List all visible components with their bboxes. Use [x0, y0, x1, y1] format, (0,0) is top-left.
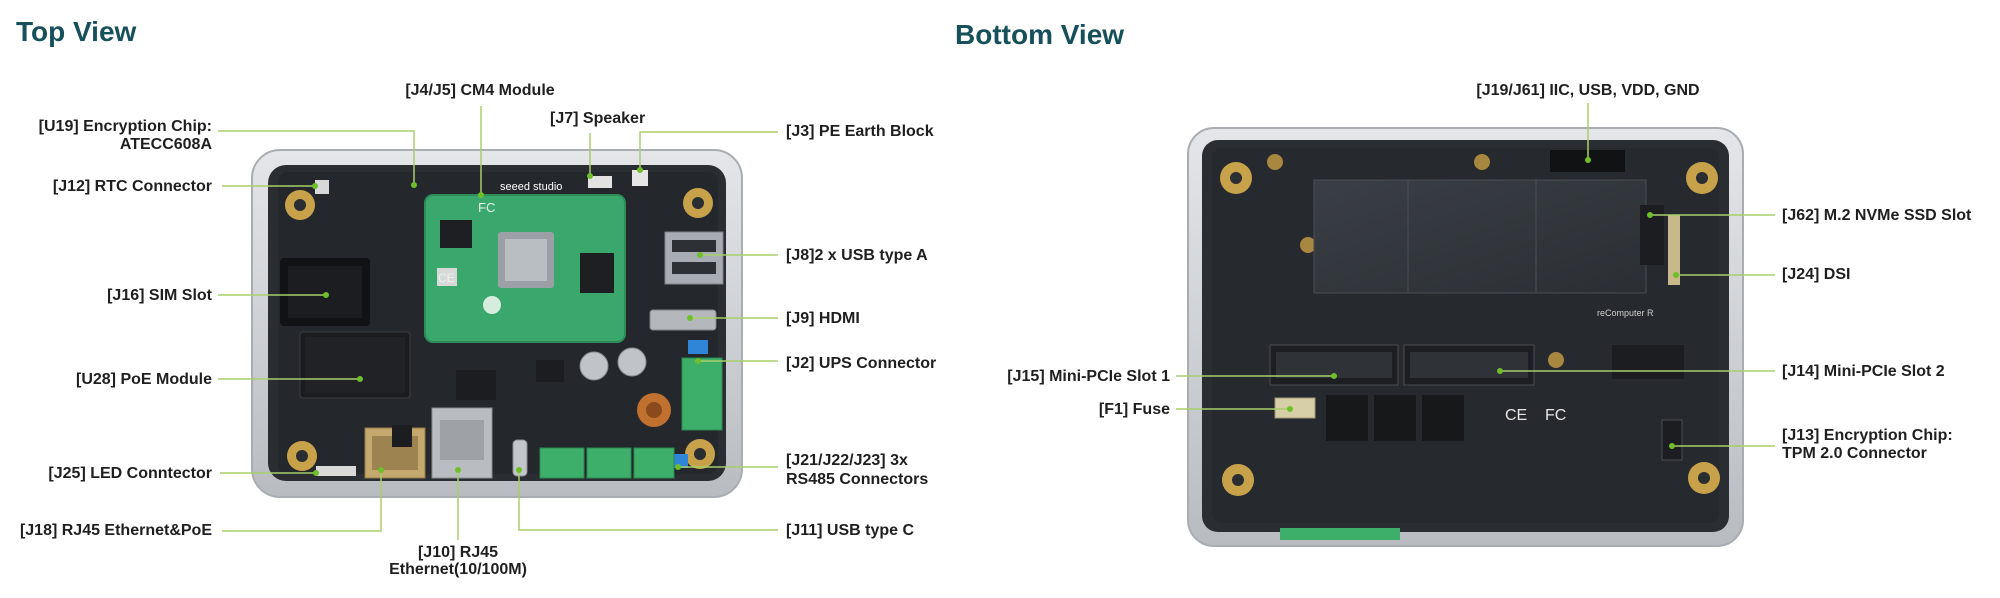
mounting-holes-top [285, 188, 715, 471]
label-hdmi: [J9] HDMI [786, 310, 860, 327]
label-rs485-line2: RS485 Connectors [786, 471, 929, 488]
svg-text:CE: CE [438, 271, 455, 285]
label-iic-usb-vdd-gnd: [J19/J61] IIC, USB, VDD, GND [1476, 82, 1700, 99]
nvme-slot: reComputer R [1313, 179, 1664, 318]
usb-c-port [512, 439, 528, 477]
mounting-holes-bottom [1220, 162, 1720, 496]
mini-pcie-slot-2 [1403, 344, 1535, 386]
rj45-port [431, 407, 493, 479]
rtc-connector [315, 180, 329, 194]
label-rtc-connector: [J12] RTC Connector [52, 178, 212, 195]
label-ups-connector: [J2] UPS Connector [786, 355, 937, 372]
dsi-connector [1668, 215, 1680, 285]
label-encryption-chip-line2: ATECC608A [119, 136, 212, 153]
label-rj45-line2: Ethernet(10/100M) [389, 561, 527, 578]
label-usb-type-a: [J8]2 x USB type A [786, 247, 928, 264]
tpm-connector [1661, 419, 1683, 461]
label-rj45-ethernet-poe: [J18] RJ45 Ethernet&PoE [19, 522, 212, 539]
pe-earth-block [632, 170, 648, 186]
poe-module [299, 331, 411, 399]
rs485-terminals [539, 447, 675, 479]
label-encryption-chip-line1: [U19] Encryption Chip: [38, 118, 212, 135]
label-led-connector: [J25] LED Conntector [48, 465, 212, 482]
fuse [1274, 397, 1316, 419]
mini-pcie-slot-1 [1269, 344, 1399, 386]
iic-header [1550, 150, 1625, 172]
label-pe-earth-block: [J3] PE Earth Block [786, 123, 934, 140]
label-cm4-module: [J4/J5] CM4 Module [405, 82, 555, 99]
svg-text:FC: FC [478, 200, 495, 215]
label-fuse: [F1] Fuse [1098, 401, 1170, 418]
cm4-module: FC CE seeed studio [424, 181, 626, 343]
svg-text:FC: FC [1545, 407, 1566, 424]
speaker-connector [588, 176, 612, 188]
label-dsi: [J24] DSI [1782, 266, 1851, 283]
label-rj45-line1: [J10] RJ45 [417, 544, 499, 561]
inductor [637, 393, 671, 427]
bottom-view-device: reComputer R CE FC [1187, 127, 1744, 547]
label-sim-slot: [J16] SIM Slot [107, 287, 212, 304]
label-poe-module: [U28] PoE Module [75, 371, 212, 388]
label-rs485-line1: [J21/J22/J23] 3x [786, 452, 908, 469]
bottom-view-title: Bottom View [955, 19, 1125, 50]
label-mini-pcie-slot-2: [J14] Mini-PCIe Slot 2 [1782, 363, 1945, 380]
label-mini-pcie-slot-1: [J15] Mini-PCIe Slot 1 [1007, 368, 1170, 385]
ups-connector [681, 357, 723, 431]
led-connector [316, 466, 356, 476]
label-tpm-line1: [J13] Encryption Chip: [1782, 427, 1953, 444]
label-nvme-slot: [J62] M.2 NVMe SSD Slot [1782, 207, 1972, 224]
svg-text:CE: CE [1505, 407, 1527, 424]
label-speaker: [J7] Speaker [550, 110, 646, 127]
board-silk-bottom: reComputer R [1597, 308, 1654, 318]
top-view-device: FC CE seeed studio [251, 149, 743, 498]
label-tpm-line2: TPM 2.0 Connector [1782, 445, 1927, 462]
label-usb-type-c: [J11] USB type C [786, 522, 915, 539]
sim-slot [280, 258, 370, 326]
hdmi-port [649, 309, 717, 331]
top-view-title: Top View [16, 16, 137, 47]
usb-a-ports [664, 231, 724, 285]
board-silk-top: seeed studio [500, 181, 562, 193]
